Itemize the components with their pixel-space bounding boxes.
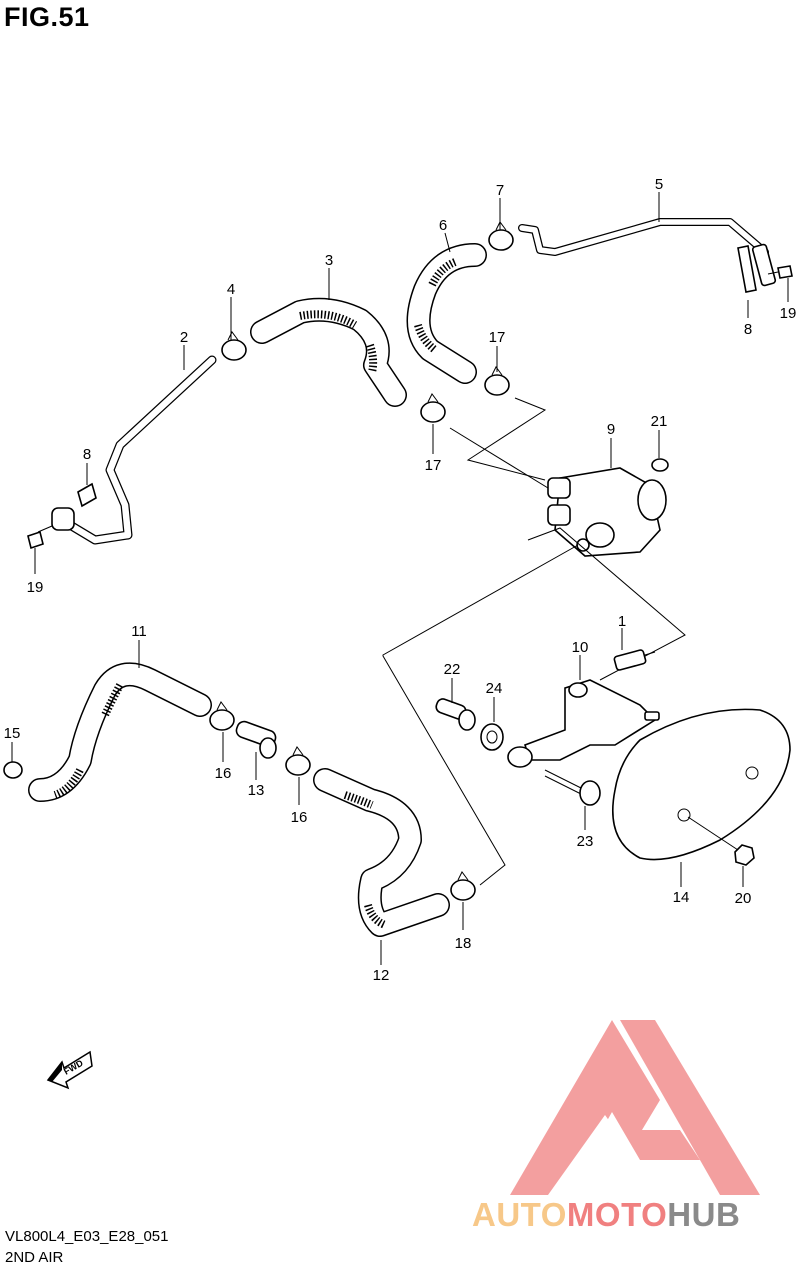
- part-21-washer: [651, 458, 669, 472]
- callout-21: 21: [651, 413, 668, 430]
- part-4-clamp: [221, 331, 247, 361]
- callout-17-lower: 17: [425, 457, 442, 474]
- watermark-brand-text: AUTOMOTOHUB: [472, 1196, 740, 1234]
- part-13-joint: [235, 720, 277, 759]
- part-1-sensor: [613, 649, 656, 671]
- part-17-clamp-upper: [484, 366, 510, 396]
- callout-19-left: 19: [27, 579, 44, 596]
- part-16-clamp-right: [285, 746, 311, 776]
- part-3-hose: [250, 297, 407, 407]
- callout-8-right: 8: [744, 321, 752, 338]
- part-8-bracket-right: [737, 245, 757, 293]
- part-17-clamp-lower: [420, 393, 446, 423]
- part-9-valve: [547, 467, 667, 557]
- callout-13: 13: [248, 782, 265, 799]
- part-16-clamp-left: [209, 701, 235, 731]
- part-11-hose: [28, 662, 212, 802]
- brand-part-hub: HUB: [667, 1196, 741, 1233]
- callout-12: 12: [373, 967, 390, 984]
- callout-2: 2: [180, 329, 188, 346]
- callout-4: 4: [227, 281, 235, 298]
- callout-15: 15: [4, 725, 21, 742]
- diagram-caption: 2ND AIR: [5, 1249, 64, 1266]
- figure-title: FIG.51: [4, 2, 90, 32]
- brand-part-moto: MOTO: [566, 1196, 668, 1233]
- part-7-clamp: [488, 221, 514, 251]
- callout-10: 10: [572, 639, 589, 656]
- part-12-hose: [313, 768, 450, 937]
- callout-16-right: 16: [291, 809, 308, 826]
- diagram-code: VL800L4_E03_E28_051: [5, 1228, 169, 1245]
- part-8-bracket-left: [77, 482, 97, 508]
- callout-23: 23: [577, 833, 594, 850]
- part-6-hose: [406, 243, 487, 384]
- part-5-tube: [518, 218, 777, 287]
- part-15-clip: [3, 761, 23, 779]
- callout-9: 9: [607, 421, 615, 438]
- callout-5: 5: [655, 176, 663, 193]
- part-19-bolt-left: [27, 525, 53, 550]
- part-19-bolt-right: [767, 265, 793, 279]
- brand-part-auto: AUTO: [472, 1196, 567, 1233]
- callout-3: 3: [325, 252, 333, 269]
- part-22-pin: [435, 698, 476, 731]
- fwd-arrow-icon: FWD: [46, 1050, 93, 1090]
- callout-14: 14: [673, 889, 690, 906]
- callout-22: 22: [444, 661, 461, 678]
- part-2-tube: [51, 355, 217, 545]
- callout-18: 18: [455, 935, 472, 952]
- part-18-clamp: [450, 871, 476, 901]
- part-14-cover: [612, 708, 791, 861]
- callout-6: 6: [439, 217, 447, 234]
- callout-24: 24: [486, 680, 503, 697]
- part-10-bracket: [507, 679, 660, 768]
- callout-17-upper: 17: [489, 329, 506, 346]
- callout-labels: 1 2 3 4 5 6 7 8 8 9 10 11 12 13 14 15 16…: [4, 176, 797, 984]
- callout-8-left: 8: [83, 446, 91, 463]
- footer: VL800L4_E03_E28_051 2ND AIR: [5, 1226, 169, 1268]
- callout-1: 1: [618, 613, 626, 630]
- callout-leaders: [11, 192, 789, 965]
- watermark-logo: [510, 1020, 760, 1195]
- part-23-bolt: [544, 769, 601, 806]
- callout-16-left: 16: [215, 765, 232, 782]
- callout-11: 11: [131, 623, 147, 640]
- callout-7: 7: [496, 182, 504, 199]
- part-20-nut: [687, 816, 755, 866]
- part-24-grommet: [480, 723, 504, 751]
- callout-20: 20: [735, 890, 752, 907]
- callout-19-right: 19: [780, 305, 797, 322]
